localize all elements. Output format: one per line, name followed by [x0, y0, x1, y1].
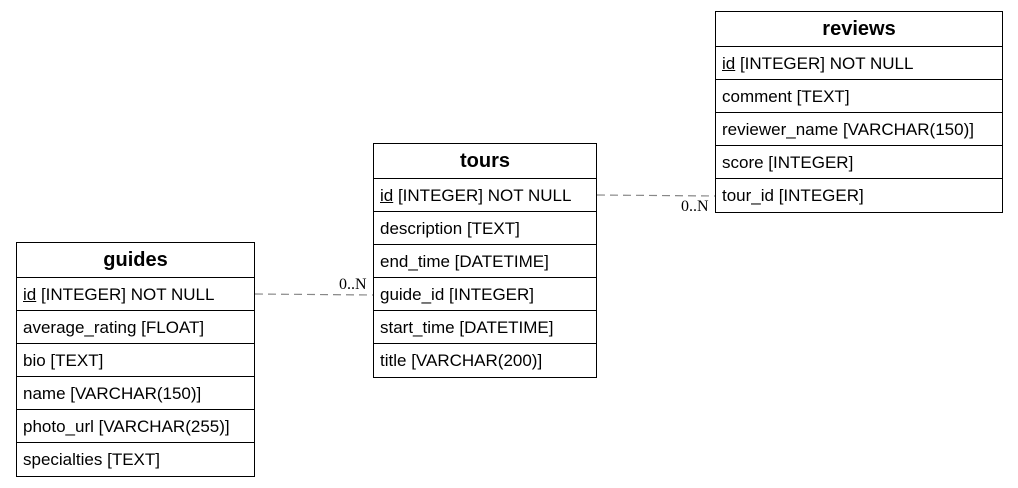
column-field-name: tour_id: [722, 186, 774, 205]
column-type: [TEXT]: [791, 87, 850, 106]
column-row-id[interactable]: id [INTEGER] NOT NULL: [374, 179, 596, 212]
column-type: [VARCHAR(255)]: [93, 417, 230, 436]
column-type: [TEXT]: [462, 219, 520, 238]
column-row-end-time[interactable]: end_time [DATETIME]: [374, 245, 596, 278]
column-field-name: title: [380, 351, 407, 370]
column-row-specialties[interactable]: specialties [TEXT]: [17, 443, 254, 476]
column-field-name: specialties: [23, 450, 103, 469]
column-type: [DATETIME]: [454, 318, 554, 337]
column-field-name: bio: [23, 351, 46, 370]
column-type: [INTEGER]: [773, 186, 864, 205]
entity-title: guides: [17, 243, 254, 278]
column-field-name: start_time: [380, 318, 455, 337]
column-field-name: guide_id: [380, 285, 445, 304]
column-field-name: reviewer_name: [722, 120, 839, 139]
column-row-comment[interactable]: comment [TEXT]: [716, 80, 1002, 113]
guides-tours-to-cardinality: 0..N: [339, 276, 367, 293]
column-row-id[interactable]: id [INTEGER] NOT NULL: [716, 47, 1002, 80]
column-row-photo-url[interactable]: photo_url [VARCHAR(255)]: [17, 410, 254, 443]
column-type: [VARCHAR(150)]: [65, 384, 202, 403]
column-field-name: end_time: [380, 252, 450, 271]
column-row-score[interactable]: score [INTEGER]: [716, 146, 1002, 179]
column-row-description[interactable]: description [TEXT]: [374, 212, 596, 245]
column-field-name: name: [23, 384, 66, 403]
primary-key-field-name: id: [722, 54, 736, 73]
column-type: [TEXT]: [45, 351, 104, 370]
column-field-name: score: [722, 153, 764, 172]
column-field-name: average_rating: [23, 318, 137, 337]
primary-key-field-name: id: [23, 285, 37, 304]
primary-key-field-name: id: [380, 186, 394, 205]
column-type: [DATETIME]: [449, 252, 549, 271]
column-type: [VARCHAR(150)]: [838, 120, 974, 139]
column-type: [INTEGER] NOT NULL: [393, 186, 572, 205]
column-type: [INTEGER]: [763, 153, 854, 172]
entity-title: tours: [374, 144, 596, 179]
tours-reviews-link: [596, 194, 716, 197]
column-row-title[interactable]: title [VARCHAR(200)]: [374, 344, 596, 377]
column-field-name: comment: [722, 87, 792, 106]
column-field-name: photo_url: [23, 417, 94, 436]
column-type: [FLOAT]: [136, 318, 205, 337]
column-row-id[interactable]: id [INTEGER] NOT NULL: [17, 278, 254, 311]
column-type: [INTEGER] NOT NULL: [36, 285, 215, 304]
column-type: [INTEGER] NOT NULL: [735, 54, 914, 73]
guides-tours-link: [254, 293, 374, 296]
column-row-name[interactable]: name [VARCHAR(150)]: [17, 377, 254, 410]
column-field-name: description: [380, 219, 463, 238]
tours-reviews-to-cardinality: 0..N: [681, 198, 709, 215]
column-row-bio[interactable]: bio [TEXT]: [17, 344, 254, 377]
column-row-start-time[interactable]: start_time [DATETIME]: [374, 311, 596, 344]
column-row-reviewer-name[interactable]: reviewer_name [VARCHAR(150)]: [716, 113, 1002, 146]
column-row-average-rating[interactable]: average_rating [FLOAT]: [17, 311, 254, 344]
column-type: [VARCHAR(200)]: [406, 351, 543, 370]
column-type: [TEXT]: [102, 450, 160, 469]
column-type: [INTEGER]: [444, 285, 535, 304]
column-row-tour-id[interactable]: tour_id [INTEGER]: [716, 179, 1002, 212]
column-row-guide-id[interactable]: guide_id [INTEGER]: [374, 278, 596, 311]
entity-title: reviews: [716, 12, 1002, 47]
